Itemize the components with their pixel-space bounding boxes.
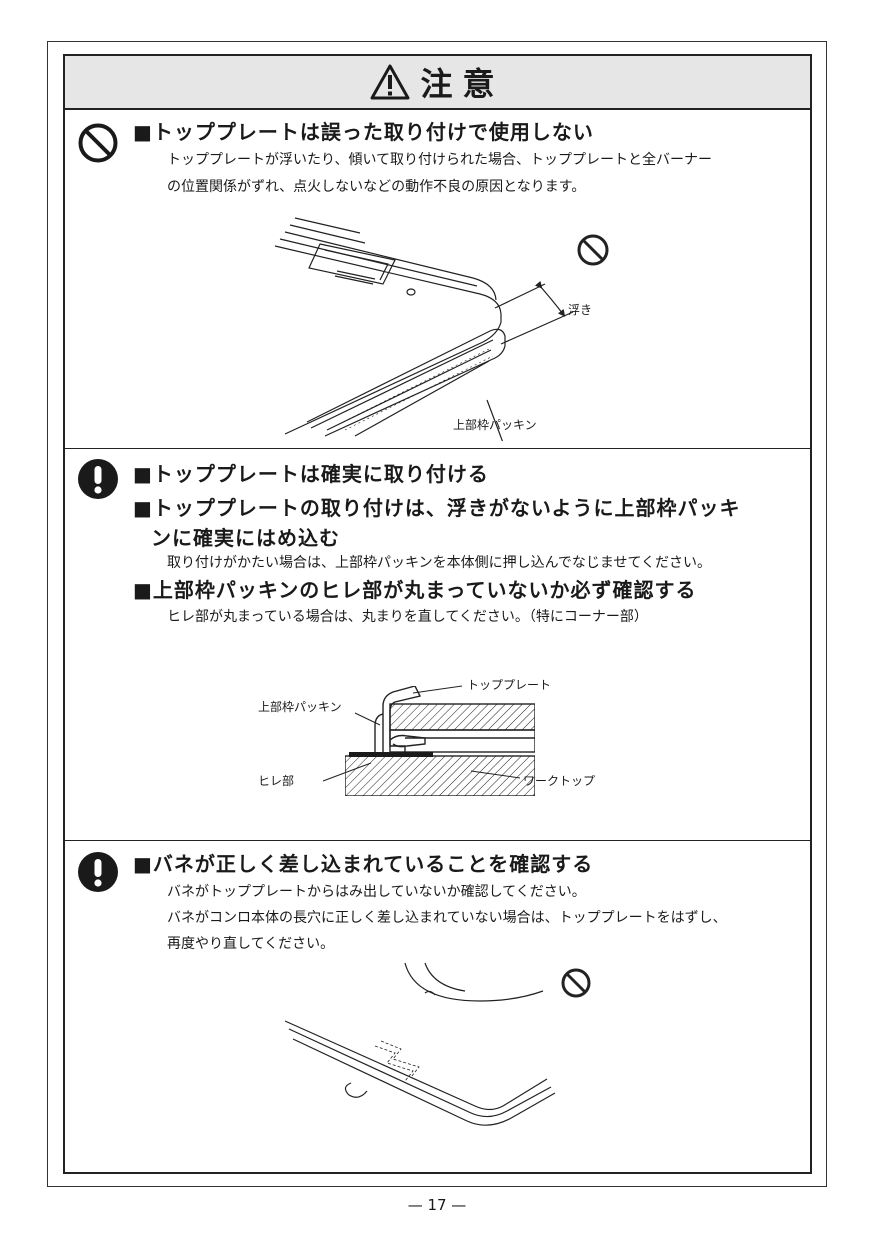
spring-insertion-diagram: [284, 962, 591, 1126]
section3-heading: ■バネが正しく差し込まれていることを確認する: [133, 852, 594, 876]
section3-body-line1: バネがトッププレートからはみ出していないか確認してください。: [167, 884, 586, 900]
page-frame: [47, 41, 827, 1187]
packing-label-2: 上部枠パッキン: [258, 700, 342, 714]
fin-label: ヒレ部: [258, 774, 295, 788]
mandatory-icon: [78, 459, 118, 499]
float-label: 浮き: [568, 303, 593, 317]
cross-section-leaders: [322, 685, 521, 782]
section1-body-line1: トッププレートが浮いたり、傾いて取り付けられた場合、トッププレートと全バーナー: [167, 152, 713, 168]
section2-body1: 取り付けがかたい場合は、上部枠パッキンを本体側に押し込んでなじませてください。: [167, 555, 712, 571]
caution-box: 注意 ■トッププレートは誤った取り付けで使用しない トッププレートが浮いたり、傾…: [63, 54, 812, 1174]
section2-heading3: ■上部枠パッキンのヒレ部が丸まっていないか必ず確認する: [133, 578, 697, 602]
caution-header: 注意: [65, 56, 810, 110]
prohibited-icon: [78, 123, 118, 163]
section1-body-line2: の位置関係がずれ、点火しないなどの動作不良の原因となります。: [167, 179, 586, 195]
section1-heading: ■トッププレートは誤った取り付けで使用しない: [133, 120, 594, 144]
caution-title: 注意: [420, 65, 505, 103]
top-plate-label: トッププレート: [467, 678, 552, 692]
section2-heading1: ■トッププレートは確実に取り付ける: [133, 462, 489, 486]
section3-body-line3: 再度やり直してください。: [167, 936, 335, 952]
packing-cross-section-diagram: [345, 686, 535, 796]
mandatory-icon: [78, 852, 118, 892]
packing-label: 上部枠パッキン: [453, 418, 537, 432]
page-number: — 17 —: [407, 1196, 467, 1214]
section2-body2: ヒレ部が丸まっている場合は、丸まりを直してください。（特にコーナー部）: [167, 609, 648, 625]
section2-heading2-line2: ンに確実にはめ込む: [151, 526, 340, 550]
warning-triangle-icon: [370, 64, 410, 100]
top-plate-float-diagram: [274, 217, 609, 441]
section-divider-1: [65, 448, 810, 449]
section-divider-2: [65, 840, 810, 841]
section3-body-line2: バネがコンロ本体の長穴に正しく差し込まれていない場合は、トッププレートをはずし、: [167, 910, 727, 926]
worktop-label: ワークトップ: [523, 774, 596, 788]
section2-heading2-line1: ■トッププレートの取り付けは、浮きがないように上部枠パッキ: [133, 496, 741, 520]
